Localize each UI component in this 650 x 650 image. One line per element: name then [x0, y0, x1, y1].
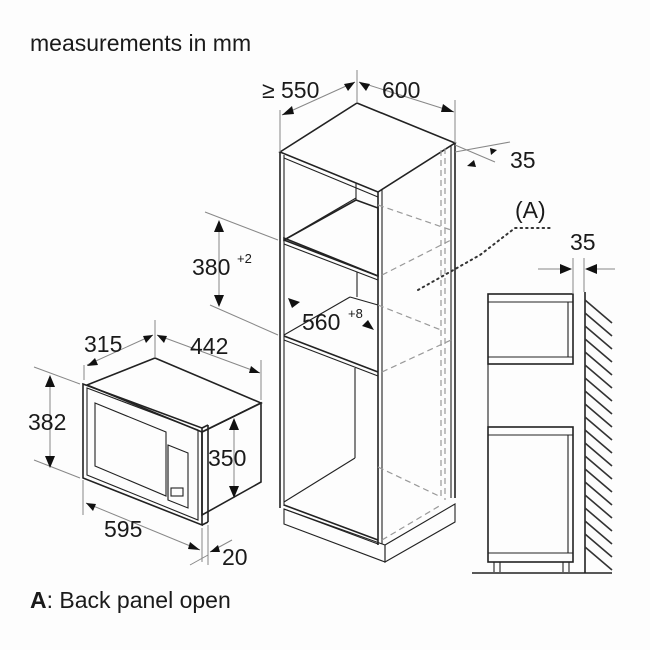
niche-height-dimension: 380 +2	[192, 211, 279, 336]
diagram-title: measurements in mm	[30, 30, 252, 56]
microwave-front-height-label: 382	[28, 409, 66, 435]
microwave-front-thickness-label: 20	[222, 544, 248, 570]
cabinet-depth-label: ≥ 550	[262, 77, 319, 103]
microwave	[82, 357, 263, 527]
microwave-body-height-label: 350	[208, 445, 246, 471]
niche-width-label: 560	[302, 309, 340, 335]
legend-text: Back panel open	[59, 587, 231, 613]
niche-width-tolerance: +8	[348, 306, 363, 321]
microwave-body-width-label: 442	[190, 333, 228, 359]
side-view: 35	[472, 229, 615, 574]
cabinet-back-gap-label: 35	[510, 147, 536, 173]
legend-key: A	[30, 587, 47, 613]
legend-separator: :	[46, 587, 60, 613]
back-panel-marker: (A)	[417, 197, 551, 291]
tall-cabinet	[278, 102, 457, 563]
niche-height-tolerance: +2	[237, 251, 252, 266]
wall-gap-label: 35	[570, 229, 596, 255]
niche-width-dimension: 560 +8	[288, 298, 374, 335]
back-panel-marker-label: (A)	[515, 197, 546, 223]
wall-hatching	[584, 299, 613, 571]
cabinet-top-dimensions: ≥ 550 600	[262, 70, 456, 152]
microwave-dimensions: 315 442 382 350 595	[28, 320, 262, 570]
cabinet-back-gap-dimension: 35	[454, 141, 536, 173]
niche-height-label: 380	[192, 254, 230, 280]
microwave-depth-label: 315	[84, 331, 122, 357]
microwave-front-width-label: 595	[104, 516, 142, 542]
legend: A: Back panel open	[30, 587, 231, 614]
cabinet-width-label: 600	[382, 77, 420, 103]
